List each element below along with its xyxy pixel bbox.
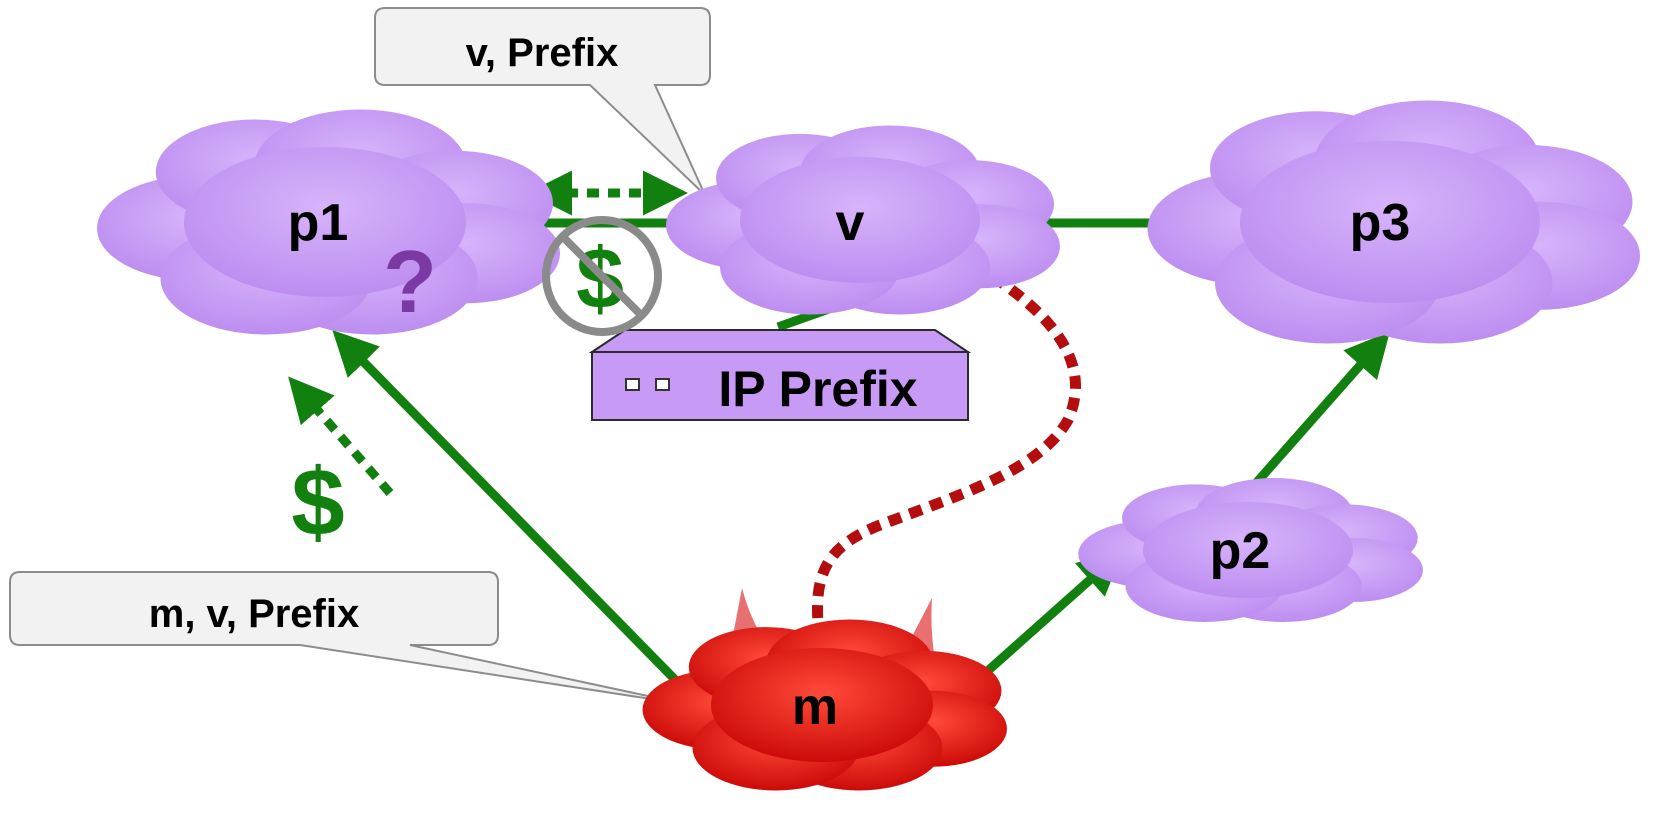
router-port-1-icon (625, 378, 640, 391)
cloud-p1-label: p1 (288, 194, 349, 252)
callout-top: v, Prefix (374, 7, 711, 196)
router-port-2-icon (655, 378, 670, 391)
cloud-v-label: v (836, 194, 865, 252)
cloud-p3: p3 (1147, 100, 1640, 344)
cloud-p2: p2 (1078, 478, 1423, 622)
arrow-p2-p3 (1246, 331, 1390, 493)
callout-top-text: v, Prefix (466, 31, 619, 75)
cloud-v: v (666, 125, 1060, 315)
arrow-m-p1 (332, 330, 699, 704)
cloud-p3-label: p3 (1350, 194, 1411, 252)
cloud-p1: p1 (97, 109, 561, 335)
dollar-paid: $ (291, 449, 344, 556)
question-mark: ? (383, 232, 437, 331)
dotted-payment-arrow (288, 376, 394, 496)
cloud-m-label: m (792, 678, 838, 736)
callout-bottom: m, v, Prefix (9, 571, 691, 706)
cloud-p2-label: p2 (1210, 522, 1271, 580)
router: IP Prefix (588, 329, 972, 421)
attack-path (812, 260, 1081, 641)
router-label: IP Prefix (718, 361, 917, 417)
callout-bottom-text: m, v, Prefix (149, 592, 359, 636)
cloud-m: m (642, 619, 1007, 791)
no-money-icon: $ (542, 216, 662, 336)
